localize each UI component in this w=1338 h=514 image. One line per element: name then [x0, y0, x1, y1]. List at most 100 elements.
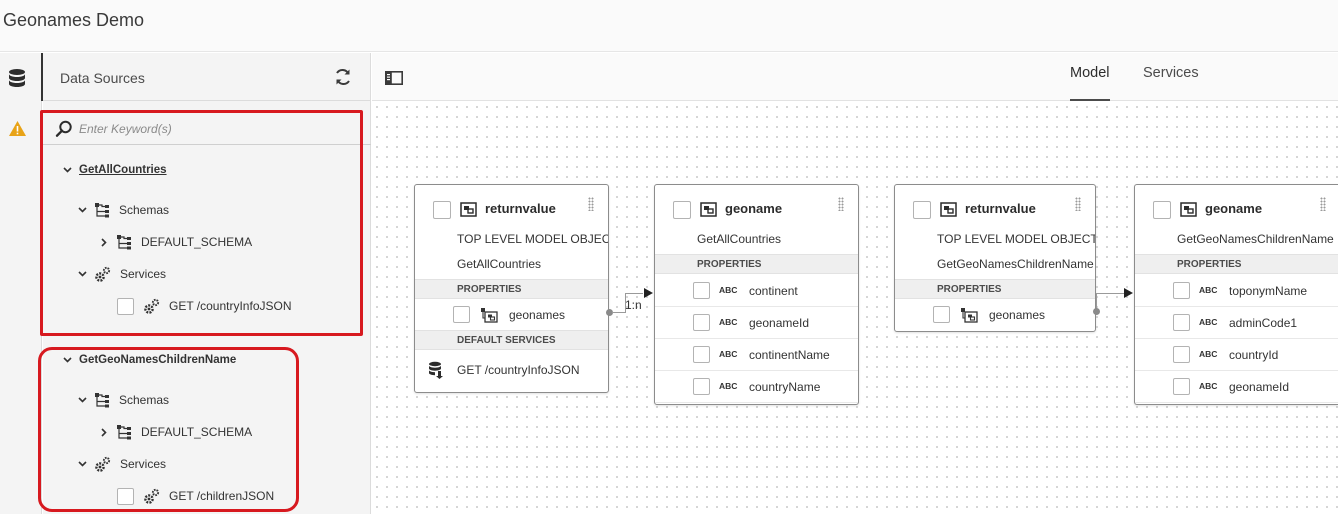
property-checkbox[interactable] [1173, 314, 1190, 331]
schema-icon [116, 234, 132, 250]
model-card-returnvalue[interactable]: returnvalue TOP LEVEL MODEL OBJECT GetGe… [894, 184, 1096, 332]
text-type-badge: ABC [719, 381, 738, 391]
card-checkbox[interactable] [913, 201, 931, 219]
chevron-down-icon[interactable] [76, 268, 88, 280]
chevron-down-icon[interactable] [76, 458, 88, 470]
chevron-right-icon[interactable] [98, 236, 110, 248]
service-name: GET /countryInfoJSON [169, 299, 292, 313]
property-checkbox[interactable] [1173, 346, 1190, 363]
connector-arrowhead [644, 288, 653, 298]
properties-header: PROPERTIES [415, 279, 608, 299]
search-input[interactable] [79, 117, 349, 141]
connector-line [625, 293, 643, 294]
card-checkbox[interactable] [673, 201, 691, 219]
model-object-icon [700, 202, 717, 222]
connector-line [1096, 293, 1124, 294]
chevron-down-icon[interactable] [61, 354, 73, 366]
model-canvas[interactable]: returnvalue TOP LEVEL MODEL OBJECT GetAl… [372, 102, 1338, 514]
schemas-label: Schemas [119, 203, 170, 217]
card-checkbox[interactable] [1153, 201, 1171, 219]
property-name: geonameId [749, 316, 810, 330]
connector-anchor[interactable] [606, 309, 613, 316]
chevron-down-icon[interactable] [61, 164, 73, 176]
property-name: countryName [749, 380, 821, 394]
schema-name: DEFAULT_SCHEMA [141, 425, 253, 439]
model-card-geoname[interactable]: geoname GetGeoNamesChildrenName PROPERTI… [1134, 184, 1338, 405]
property-row[interactable]: geonames [415, 299, 608, 331]
property-checkbox[interactable] [693, 346, 710, 363]
schema-node[interactable]: DEFAULT_SCHEMA [98, 231, 252, 253]
highlight-box [40, 110, 363, 336]
card-checkbox[interactable] [433, 201, 451, 219]
refresh-icon[interactable] [334, 68, 352, 91]
card-title: returnvalue [485, 201, 556, 216]
property-name: geonames [509, 308, 566, 322]
property-row[interactable]: ABC geonameId [655, 307, 858, 339]
property-checkbox[interactable] [453, 306, 470, 323]
property-row[interactable]: ABC countryName [655, 371, 858, 403]
service-checkbox[interactable] [117, 487, 134, 505]
drag-handle-icon[interactable] [1320, 197, 1326, 211]
property-checkbox[interactable] [1173, 378, 1190, 395]
property-checkbox[interactable] [693, 282, 710, 299]
model-object-icon [1180, 202, 1197, 222]
card-line: TOP LEVEL MODEL OBJECT [457, 232, 609, 246]
text-type-badge: ABC [719, 317, 738, 327]
service-node[interactable]: GET /countryInfoJSON [117, 295, 292, 317]
gear-icon [94, 456, 111, 473]
text-type-badge: ABC [1199, 349, 1218, 359]
property-name: adminCode1 [1229, 316, 1298, 330]
services-node[interactable]: Services [76, 453, 166, 475]
property-checkbox[interactable] [693, 378, 710, 395]
schema-name: DEFAULT_SCHEMA [141, 235, 253, 249]
source-getgeonameschildrenname[interactable]: GetGeoNamesChildrenName [61, 349, 236, 371]
panel-title: Data Sources [60, 70, 145, 86]
property-row[interactable]: geonames [895, 299, 1095, 331]
drag-handle-icon[interactable] [588, 197, 594, 211]
relation-label: 1:n [625, 298, 642, 312]
properties-header: PROPERTIES [1135, 254, 1338, 274]
source-name: GetGeoNamesChildrenName [79, 354, 237, 366]
card-header: returnvalue [415, 185, 608, 229]
schema-icon [94, 202, 110, 218]
default-service[interactable]: GET /countryInfoJSON [457, 363, 580, 377]
panel-toggle-icon[interactable] [385, 71, 403, 90]
active-tab-indicator [1070, 99, 1110, 101]
property-checkbox[interactable] [1173, 282, 1190, 299]
property-checkbox[interactable] [933, 306, 950, 323]
tab-model[interactable]: Model [1070, 65, 1110, 101]
source-name: GetAllCountries [79, 164, 167, 176]
services-node[interactable]: Services [76, 263, 166, 285]
database-icon[interactable] [8, 68, 26, 93]
chevron-down-icon[interactable] [76, 394, 88, 406]
schema-node[interactable]: DEFAULT_SCHEMA [98, 421, 252, 443]
drag-handle-icon[interactable] [838, 197, 844, 211]
card-header: geoname [1135, 185, 1338, 229]
connector-anchor[interactable] [1093, 308, 1100, 315]
data-sources-panel: Data Sources GetAllCountries Schemas DEF… [43, 53, 371, 514]
warning-icon[interactable] [8, 120, 27, 142]
chevron-right-icon[interactable] [98, 426, 110, 438]
tab-services[interactable]: Services [1143, 65, 1199, 101]
schemas-node[interactable]: Schemas [76, 199, 169, 221]
property-checkbox[interactable] [693, 314, 710, 331]
schemas-node[interactable]: Schemas [76, 389, 169, 411]
service-node[interactable]: GET /childrenJSON [117, 485, 274, 507]
model-card-returnvalue[interactable]: returnvalue TOP LEVEL MODEL OBJECT GetAl… [414, 184, 609, 393]
chevron-down-icon[interactable] [76, 204, 88, 216]
service-checkbox[interactable] [117, 297, 134, 315]
property-name: geonames [989, 308, 1046, 322]
services-label: Services [120, 457, 167, 471]
drag-handle-icon[interactable] [1075, 197, 1081, 211]
gear-icon [143, 488, 160, 505]
source-getallcountries[interactable]: GetAllCountries [61, 159, 167, 181]
search-bar [43, 113, 371, 145]
card-header: returnvalue [895, 185, 1095, 229]
